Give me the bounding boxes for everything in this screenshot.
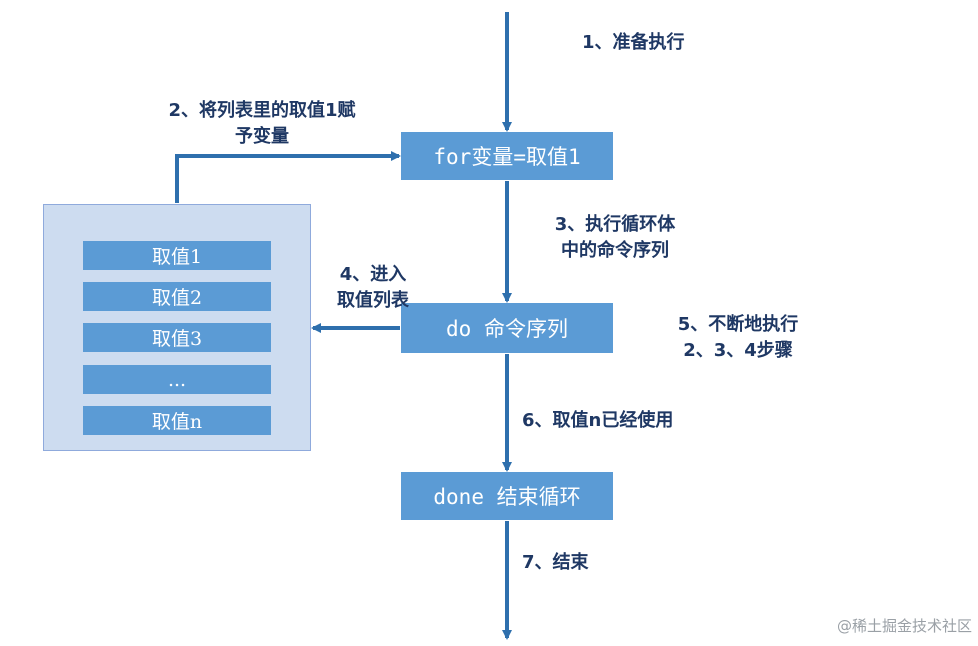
arrow-list-to-for <box>175 151 401 203</box>
step2-line1: 2、将列表里的取值1赋 <box>168 100 356 121</box>
do-commands-box: do 命令序列 <box>401 303 613 353</box>
step2-label: 2、将列表里的取值1赋 予变量 <box>132 98 392 150</box>
value-list-item: ... <box>83 365 271 394</box>
step4-label: 4、进入 取值列表 <box>318 262 428 314</box>
watermark: @稀土掘金技术社区 <box>836 617 972 635</box>
for-variable-box: for变量=取值1 <box>401 132 613 180</box>
value-list-item: 取值n <box>83 406 271 435</box>
value-list-item: 取值2 <box>83 282 271 311</box>
value-list-item: 取值1 <box>83 241 271 270</box>
step6-label: 6、取值n已经使用 <box>522 410 674 431</box>
step3-line1: 3、执行循环体 <box>554 214 676 235</box>
value-list-panel: 取值1 取值2 取值3 ... 取值n <box>43 204 311 451</box>
step4-line2: 取值列表 <box>337 290 409 311</box>
step3-label: 3、执行循环体 中的命令序列 <box>530 212 700 264</box>
step3-line2: 中的命令序列 <box>561 240 669 261</box>
step5-line1: 5、不断地执行 <box>677 314 799 335</box>
step7-label: 7、结束 <box>522 552 589 573</box>
value-list-item: 取值3 <box>83 323 271 352</box>
step5-line2: 2、3、4步骤 <box>683 340 793 361</box>
step1-label: 1、准备执行 <box>582 32 685 53</box>
step5-label: 5、不断地执行 2、3、4步骤 <box>648 312 828 364</box>
step2-line2: 予变量 <box>235 126 289 147</box>
done-end-loop-box: done 结束循环 <box>401 472 613 520</box>
step4-line1: 4、进入 <box>339 264 407 285</box>
